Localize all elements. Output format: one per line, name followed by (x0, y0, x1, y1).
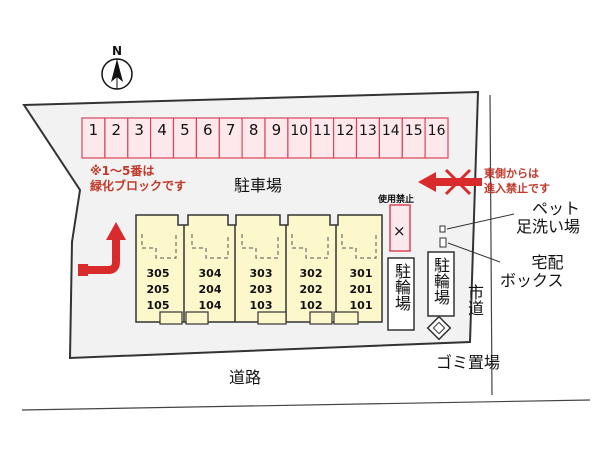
parking-space-number: 8 (249, 121, 259, 139)
no-entry-arrow-icon (418, 168, 482, 196)
unit-number: 104 (198, 299, 222, 312)
apartment-building (135, 214, 383, 325)
garbage-area (426, 315, 452, 341)
parking-space-number: 4 (157, 121, 167, 139)
city-road-label: 市道 (465, 284, 484, 316)
entry-arrow-icon (78, 222, 126, 276)
parking-space-number: 10 (290, 123, 308, 139)
parking-space-number: 13 (359, 123, 377, 139)
parking-space-number: 6 (203, 121, 213, 139)
parking-space-number: 11 (313, 123, 331, 139)
no-use-label: 使用禁止 (378, 195, 415, 205)
unit-number: 205 (146, 283, 170, 296)
unit-number: 105 (146, 299, 170, 312)
bike-parking-label: 駐輪場 (392, 263, 411, 311)
unit-number: 203 (249, 283, 273, 296)
delivery-box-marker (439, 237, 447, 248)
unit-number: 202 (299, 283, 323, 296)
delivery-box-leader (447, 242, 501, 263)
pet-wash-label: ペット 足洗い場 (516, 199, 581, 236)
delivery-box-label: 宅配 ボックス (500, 253, 564, 290)
parking-space-number: 3 (134, 121, 144, 139)
compass-north-label: N (112, 44, 123, 58)
parking-space-number: 9 (272, 121, 282, 139)
green-block-note: ※1～5番は 緑化ブロックです (90, 164, 187, 193)
pet-wash-marker (439, 225, 446, 233)
parking-space-number: 14 (382, 123, 400, 139)
parking-space-number: 5 (180, 121, 190, 139)
bike-parking-east-box (427, 251, 455, 317)
pet-wash-leader (446, 213, 515, 230)
unit-number: 103 (249, 299, 273, 312)
north-arrow-icon (101, 58, 133, 90)
parking-space-number: 12 (336, 123, 354, 139)
parking-space-number: 1 (89, 121, 99, 139)
parking-lot-label: 駐車場 (234, 176, 283, 195)
unit-number: 304 (198, 267, 222, 280)
unit-number: 201 (349, 283, 373, 296)
no-entry-note: 東側からは 進入禁止です (484, 167, 550, 195)
unit-column: 304 204 104 (188, 266, 232, 314)
unit-number: 101 (349, 299, 373, 312)
unit-column: 303 203 103 (239, 266, 283, 314)
unit-number: 302 (299, 267, 323, 280)
bike-parking-east-label: 駐輪場 (431, 257, 450, 305)
parking-space-number: 15 (405, 123, 423, 139)
unit-number: 305 (146, 267, 170, 280)
unit-column: 301 201 101 (339, 266, 383, 314)
reserved-space (389, 204, 411, 252)
bike-parking-box (387, 257, 415, 331)
unit-column: 305 205 105 (136, 266, 180, 314)
unit-number: 204 (198, 283, 222, 296)
no-use-mark: × (393, 222, 406, 240)
unit-number: 303 (249, 267, 273, 280)
parking-space-number: 2 (112, 121, 122, 139)
road-edge-south (21, 399, 591, 411)
road-edge-east-outer (489, 94, 493, 396)
parking-space-number: 7 (226, 121, 236, 139)
unit-number: 301 (349, 267, 373, 280)
unit-column: 302 202 102 (289, 266, 333, 314)
parking-space-number: 16 (428, 123, 446, 139)
garbage-label: ゴミ置場 (436, 353, 501, 372)
road-label: 道路 (229, 368, 262, 387)
unit-number: 102 (299, 299, 323, 312)
parking-space (424, 117, 449, 159)
